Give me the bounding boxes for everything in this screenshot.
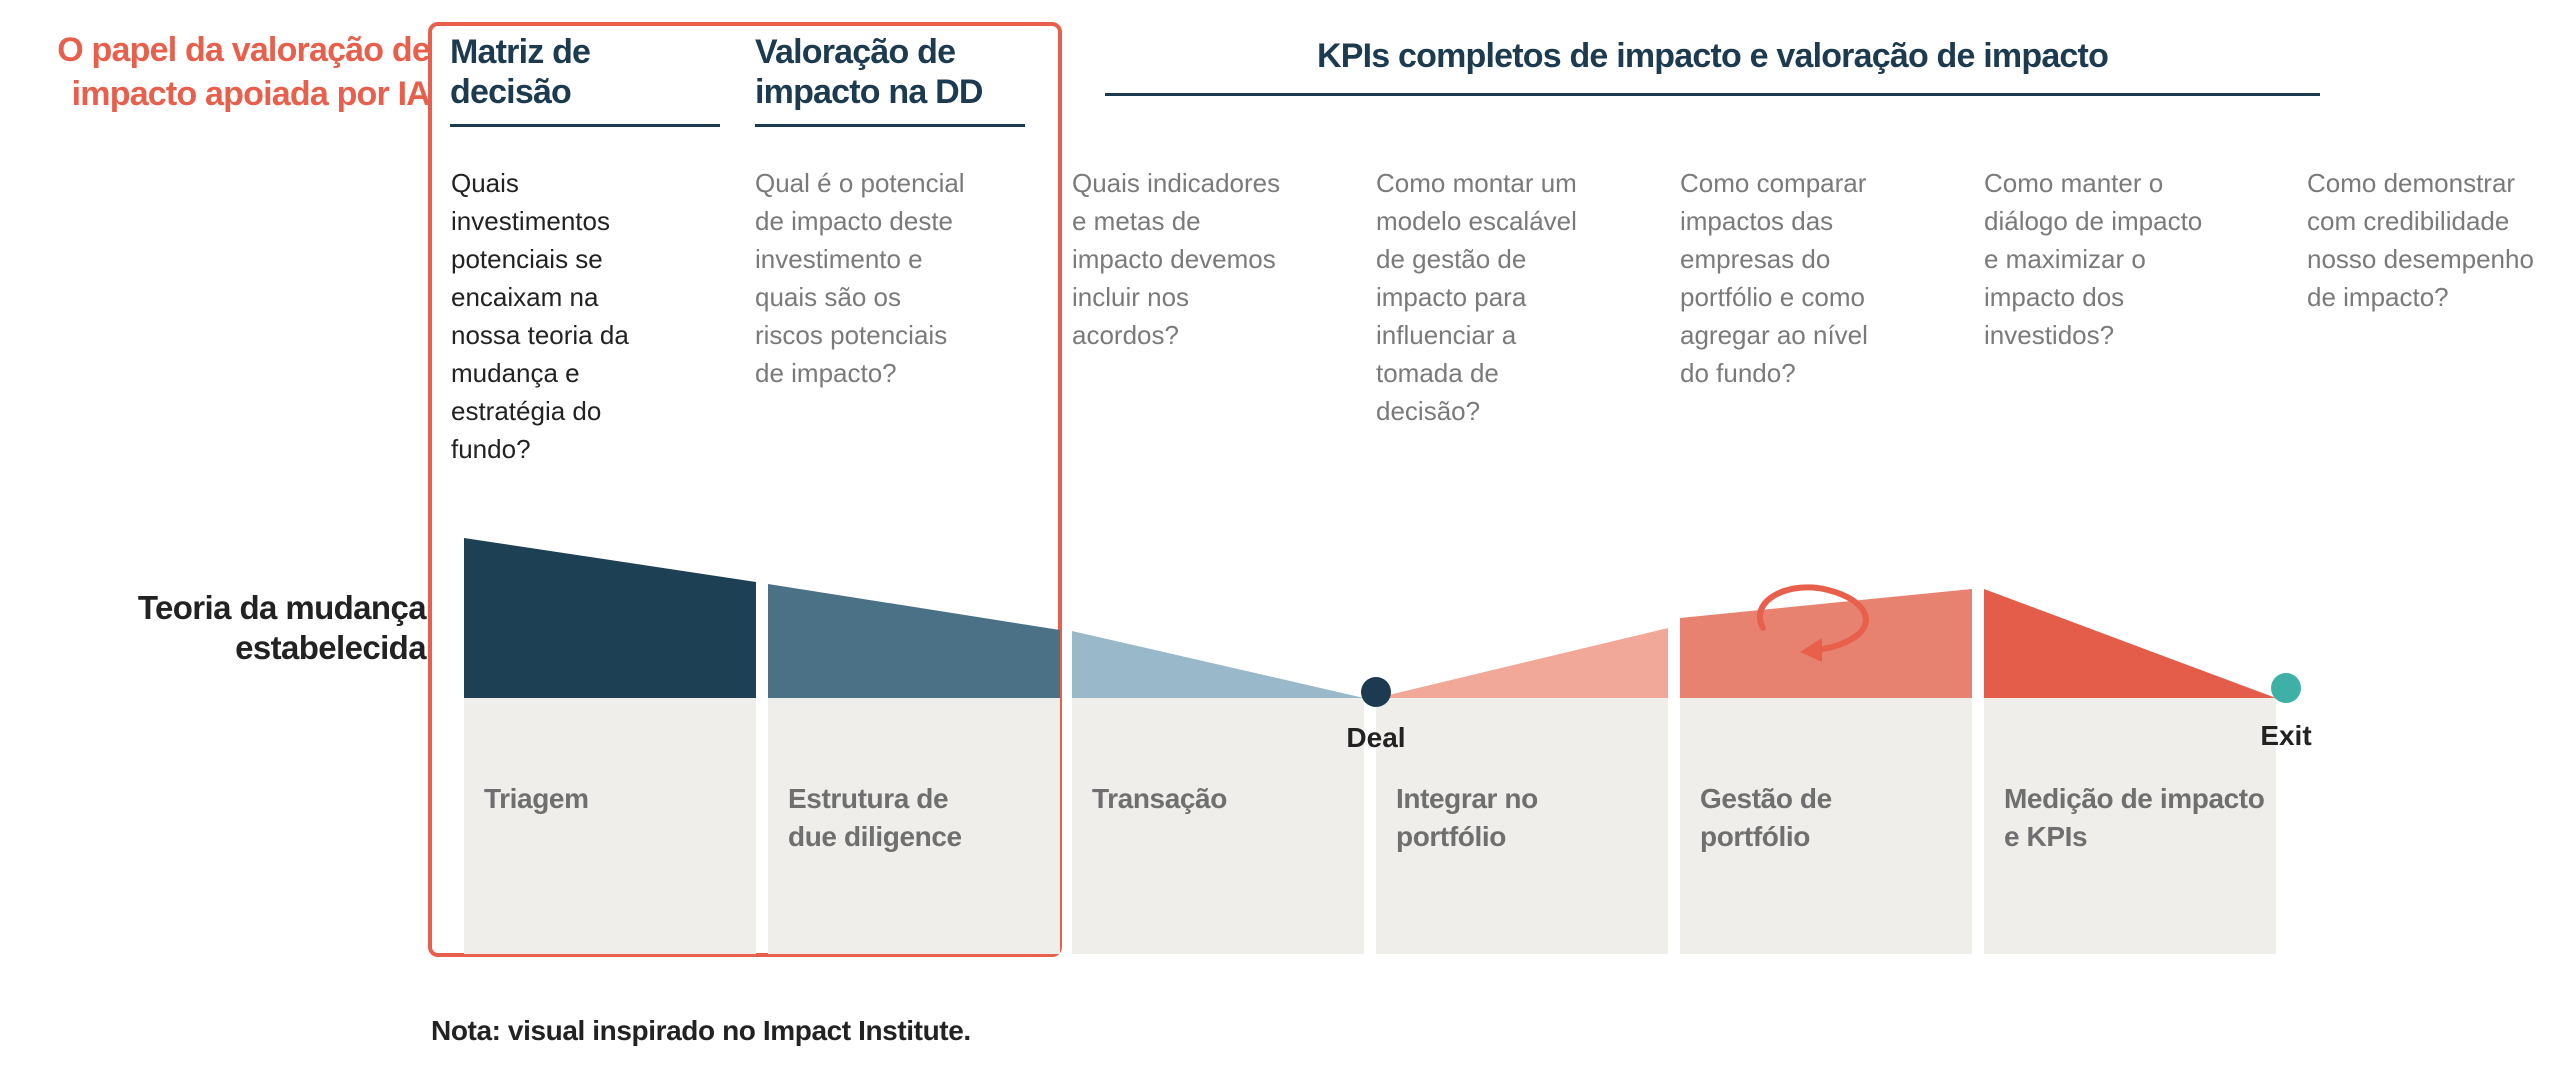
deal-marker [1361,677,1391,707]
column-title-decision-matrix: Matriz de decisão [450,33,591,111]
circular-arrow-icon [1757,584,1869,662]
stage-box-due-diligence [768,698,1060,954]
question-transaction: Quais indicadores e metas de impacto dev… [1072,168,1281,350]
question-screening: Quais investimentos potenciais se encaix… [451,168,629,464]
stage-shape-due-diligence [768,584,1060,698]
question-integration: Como montar um modelo escalável de gestã… [1376,168,1577,426]
stage-shape-screening [464,538,756,698]
stage-shape-portfolio-management [1680,589,1972,698]
question-impact-dialogue: Como manter o diálogo de impacto e maxim… [1984,168,2203,350]
question-portfolio-management: Como comparar impactos das empresas do p… [1680,168,1868,388]
stage-shape-integration [1376,628,1668,698]
kpi-title: KPIs completos de impacto e valoração de… [1316,37,2109,75]
stage-label-portfolio-management: Gestão de portfólio [1700,783,1832,852]
exit-marker [2271,673,2301,703]
exit-label: Exit [2260,720,2312,751]
kpi-rule [1105,93,2320,96]
column-title-dd-valuation: Valoração de impacto na DD [755,33,983,111]
column-rule [450,124,720,127]
stage-label-screening: Triagem [484,783,589,814]
stage-shape-transaction [1072,631,1364,698]
highlight-frame [428,22,1062,957]
stage-label-impact-measurement: Medição de impacto e KPIs [2004,783,2265,852]
footnote: Nota: visual inspirado no Impact Institu… [431,1015,971,1046]
stage-box-portfolio-management [1680,698,1972,954]
stage-shape-impact-measurement [1984,589,2276,698]
stage-label-transaction: Transação [1092,783,1227,814]
theory-of-change-label: Teoria da mudança estabelecida [137,589,427,666]
stage-box-screening [464,698,756,954]
column-rule [755,124,1025,127]
question-performance: Como demonstrar com credibilidade nosso … [2307,168,2534,312]
stage-box-impact-measurement [1984,698,2276,954]
stage-box-transaction [1072,698,1364,954]
question-due-diligence: Qual é o potencial de impacto deste inve… [755,168,965,388]
role-title: O papel da valoração de impacto apoiada … [57,31,431,113]
stage-label-due-diligence: Estrutura de due diligence [788,783,962,852]
stage-label-integration: Integrar no portfólio [1396,783,1538,852]
stage-box-integration [1376,698,1668,954]
deal-label: Deal [1346,722,1406,753]
